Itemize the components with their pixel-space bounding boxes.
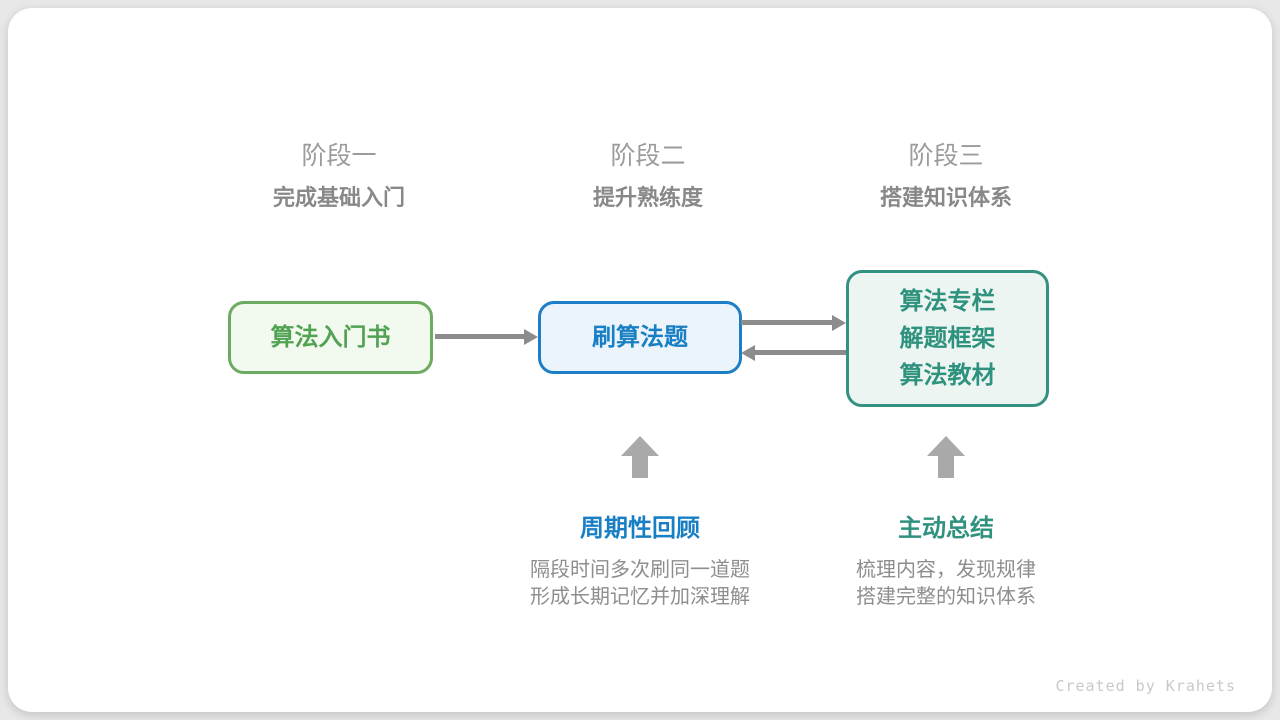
annotation-active-summary-desc: 梳理内容，发现规律 搭建完整的知识体系 [776, 557, 1116, 611]
stage-1-subtitle: 完成基础入门 [272, 185, 405, 210]
arrow-left-box3-to-box2-icon [754, 350, 846, 355]
up-arrow-review-icon [621, 436, 659, 478]
desc-line: 搭建完整的知识体系 [856, 586, 1036, 608]
annotation-periodic-review-title: 周期性回顾 [580, 515, 700, 542]
node-intro-book-label: 算法入门书 [270, 324, 391, 351]
node-practice-problems: 刷算法题 [538, 301, 742, 374]
node-knowledge-line-3: 算法教材 [899, 362, 996, 389]
arrow-right-box2-to-box3-icon [741, 320, 833, 325]
up-arrow-head [621, 436, 659, 456]
annotation-periodic-review-desc: 隔段时间多次刷同一道题 形成长期记忆并加深理解 [470, 557, 810, 611]
node-knowledge-line-2: 解题框架 [899, 325, 996, 352]
node-knowledge-line-1: 算法专栏 [899, 288, 996, 315]
up-arrow-shaft [632, 456, 648, 478]
stage-2-subtitle: 提升熟练度 [592, 185, 703, 210]
up-arrow-shaft [938, 456, 954, 478]
annotation-active-summary-title: 主动总结 [898, 515, 994, 542]
node-knowledge-sources: 算法专栏 解题框架 算法教材 [846, 270, 1049, 407]
diagram-card: 阶段一 完成基础入门 阶段二 提升熟练度 阶段三 搭建知识体系 算法入门书 刷算… [8, 8, 1272, 712]
desc-line: 形成长期记忆并加深理解 [530, 586, 750, 608]
desc-line: 梳理内容，发现规律 [856, 559, 1036, 581]
up-arrow-head [927, 436, 965, 456]
stage-1-label: 阶段一 [301, 142, 377, 170]
credit-text: Created by Krahets [1055, 677, 1236, 695]
up-arrow-summarize-icon [927, 436, 965, 478]
stage-2-label: 阶段二 [610, 142, 686, 170]
node-intro-book: 算法入门书 [228, 301, 433, 374]
arrow-right-box1-to-box2-icon [435, 334, 525, 339]
node-practice-problems-label: 刷算法题 [592, 324, 688, 351]
stage-3-label: 阶段三 [908, 142, 984, 170]
desc-line: 隔段时间多次刷同一道题 [530, 559, 750, 581]
stage-3-subtitle: 搭建知识体系 [879, 185, 1012, 210]
